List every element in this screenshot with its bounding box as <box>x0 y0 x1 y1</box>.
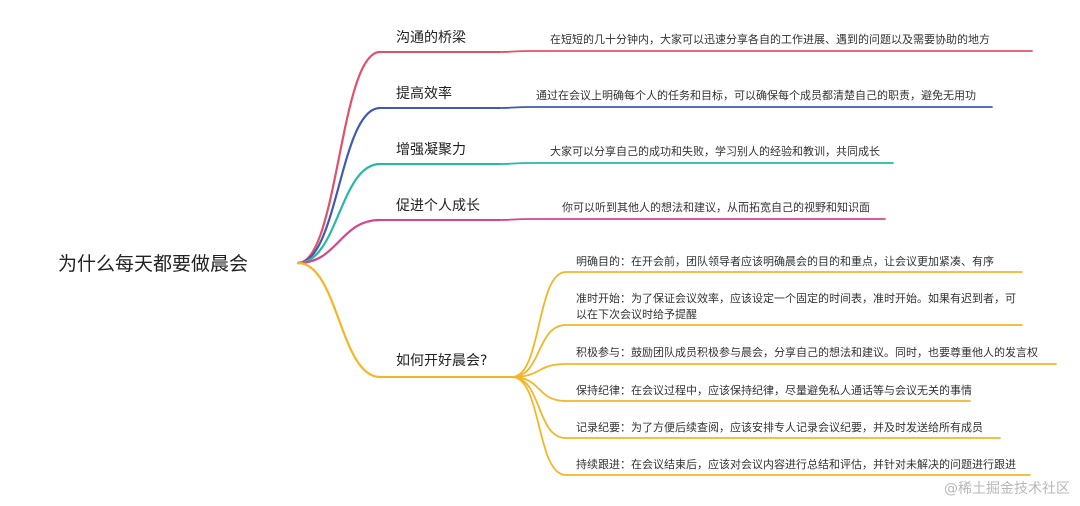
connector-root-branch-0 <box>296 50 382 265</box>
leaf-clear-purpose: 明确目的：在开会前，团队领导者应该明确晨会的目的和重点，让会议更加紧凑、有序 <box>576 255 994 268</box>
leaf-start-on-time: 准时开始：为了保证会议效率，应该设定一个固定的时间表，准时开始。如果有迟到者，可… <box>576 292 1016 321</box>
leaf-continuous-follow-up: 持续跟进：在会议结束后，应该对会议内容进行总结和评估，并针对未解决的问题进行跟进 <box>576 458 1016 471</box>
watermark: @稀土掘金技术社区 <box>944 481 1070 497</box>
connector-root-branch-2 <box>296 162 382 265</box>
branch-communication-bridge: 沟通的桥梁 <box>396 30 466 46</box>
root-topic: 为什么每天都要做晨会 <box>58 253 249 275</box>
branch-improve-efficiency: 提高效率 <box>396 86 452 102</box>
leaf-cohesion-detail: 大家可以分享自己的成功和失败，学习别人的经验和教训，共同成长 <box>550 145 880 158</box>
leaf-keep-minutes: 记录纪要：为了方便后续查阅，应该安排专人记录会议纪要，并及时发送给所有成员 <box>576 421 983 434</box>
connector-child-4 <box>511 376 1001 439</box>
connector-root-branch-1 <box>296 106 382 265</box>
branch-personal-growth: 促进个人成长 <box>396 198 480 214</box>
leaf-underline-2 <box>499 162 894 165</box>
connector-child-2 <box>511 363 1057 378</box>
leaf-underline-3 <box>499 218 886 221</box>
connector-root-branch-4 <box>296 261 382 379</box>
leaf-active-participation: 积极参与：鼓励团队成员积极参与晨会，分享自己的想法和建议。同时，也要尊重他人的发… <box>576 346 1038 359</box>
connector-child-3 <box>511 376 971 402</box>
leaf-growth-detail: 你可以听到其他人的想法和建议，从而拓宽自己的视野和知识面 <box>562 201 870 214</box>
leaf-communication-detail: 在短短的几十分钟内，大家可以迅速分享各自的工作进展、遇到的问题以及需要协助的地方 <box>550 33 990 46</box>
branch-enhance-cohesion: 增强凝聚力 <box>396 142 466 158</box>
connector-child-0 <box>511 271 1023 378</box>
connector-child-1 <box>511 324 1023 378</box>
connector-child-5 <box>511 376 1031 476</box>
leaf-efficiency-detail: 通过在会议上明确每个人的任务和目标，可以确保每个成员都清楚自己的职责，避免无用功 <box>536 89 976 102</box>
leaf-underline-0 <box>499 50 1033 53</box>
branch-how-to-run-meeting: 如何开好晨会? <box>396 353 488 369</box>
leaf-underline-1 <box>499 106 993 109</box>
connector-root-branch-3 <box>296 218 382 265</box>
leaf-keep-discipline: 保持纪律：在会议过程中，应该保持纪律，尽量避免私人通话等与会议无关的事情 <box>576 384 972 397</box>
